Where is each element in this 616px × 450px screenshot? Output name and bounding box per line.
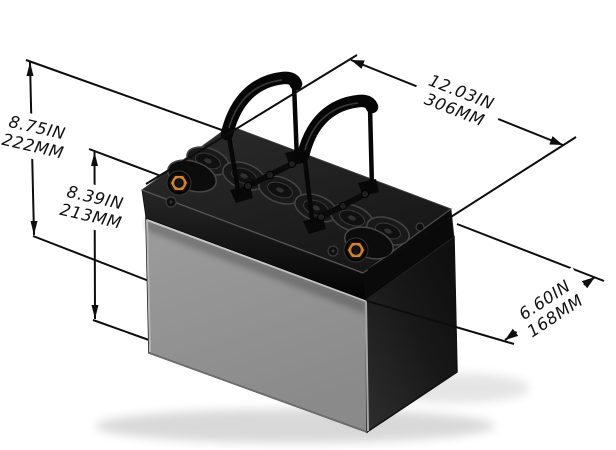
extension-line-overall-height-bottom <box>32 235 150 282</box>
label-mask <box>408 64 508 138</box>
vent-cap <box>258 175 302 205</box>
label-mask <box>503 267 597 349</box>
vent-cap <box>366 216 410 246</box>
handle-strut <box>301 151 316 228</box>
arrowhead <box>26 62 34 76</box>
arrowhead <box>91 152 98 166</box>
arrowhead <box>30 221 38 235</box>
cover-bolts <box>165 196 425 257</box>
case-corner-chamfer <box>365 300 369 432</box>
extension-line-width-top <box>456 223 605 282</box>
extension-line-width-bottom <box>366 300 515 345</box>
handle-strut <box>225 129 242 197</box>
extension-lines-front <box>145 54 605 345</box>
cover-front-edge-highlight <box>141 189 364 274</box>
label-mask <box>54 177 132 237</box>
extension-line-length-right <box>367 136 577 271</box>
battery-illustration <box>140 71 458 434</box>
terminal-positive <box>343 226 394 263</box>
case-bottom-edge <box>148 352 368 433</box>
arrowhead <box>549 136 563 145</box>
extension-line-container-height-top <box>88 148 170 180</box>
carry-handle-left <box>220 71 306 203</box>
carry-handle-right <box>296 94 379 234</box>
case-left-highlight-edge <box>146 219 151 353</box>
label-container-height: 8.39IN 213MM <box>54 177 132 237</box>
extension-line-length-left <box>145 54 358 185</box>
case-top-highlight-edge <box>146 219 367 302</box>
handle-strut <box>291 83 300 161</box>
label-overall-height: 8.75IN 222MM <box>0 107 74 167</box>
label-overall-width: 6.60IN 168MM <box>503 267 597 349</box>
extension-line-container-height-bottom <box>92 319 150 341</box>
terminal-negative <box>166 159 217 196</box>
extension-lines-rear <box>25 59 234 341</box>
case-lip-shadow <box>146 218 366 314</box>
arrowhead <box>581 277 595 289</box>
arrowhead <box>351 60 365 69</box>
arrowhead <box>505 328 519 340</box>
vent-caps <box>186 146 410 246</box>
label-overall-length: 12.03IN 306MM <box>408 64 508 138</box>
extension-line-overall-height-top <box>25 59 234 135</box>
label-mask <box>0 107 74 167</box>
arrowhead <box>91 305 99 319</box>
handle-grip-highlight <box>304 102 359 151</box>
handle-grip-highlight <box>228 79 283 129</box>
dimension-container-height <box>91 151 99 320</box>
handle-strut <box>367 106 375 189</box>
bolt <box>415 222 425 232</box>
